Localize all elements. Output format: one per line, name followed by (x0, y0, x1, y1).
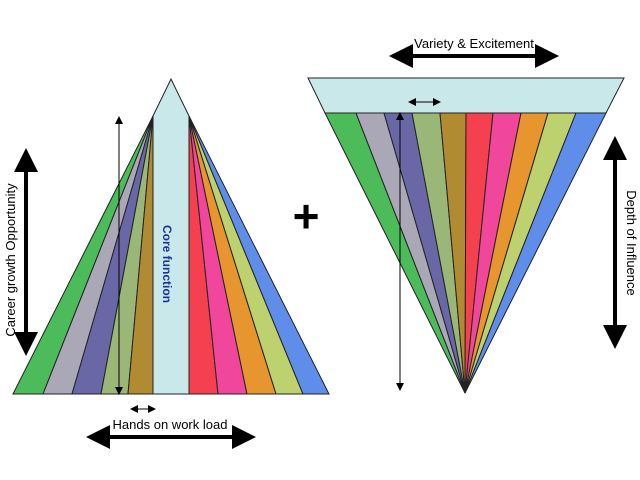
inverted-fan-strips (324, 112, 607, 394)
depth-label: Depth of Influence (624, 190, 639, 296)
plus-sign: + (293, 190, 320, 242)
core-function-label: Core function (160, 225, 174, 303)
variety-band (307, 77, 625, 114)
hands-on-label: Hands on work load (113, 417, 228, 432)
variety-label: Variety & Excitement (414, 36, 534, 51)
right-fan-strips (188, 115, 330, 395)
core-function-strip (152, 77, 190, 395)
right-strip (188, 115, 330, 395)
left-fan-strips (12, 115, 154, 395)
career-pyramid: Core function (12, 77, 330, 395)
inverted-strip (464, 112, 607, 394)
inverted-pyramid (307, 77, 625, 394)
career-growth-label: Career growth Opportunity (3, 183, 18, 337)
